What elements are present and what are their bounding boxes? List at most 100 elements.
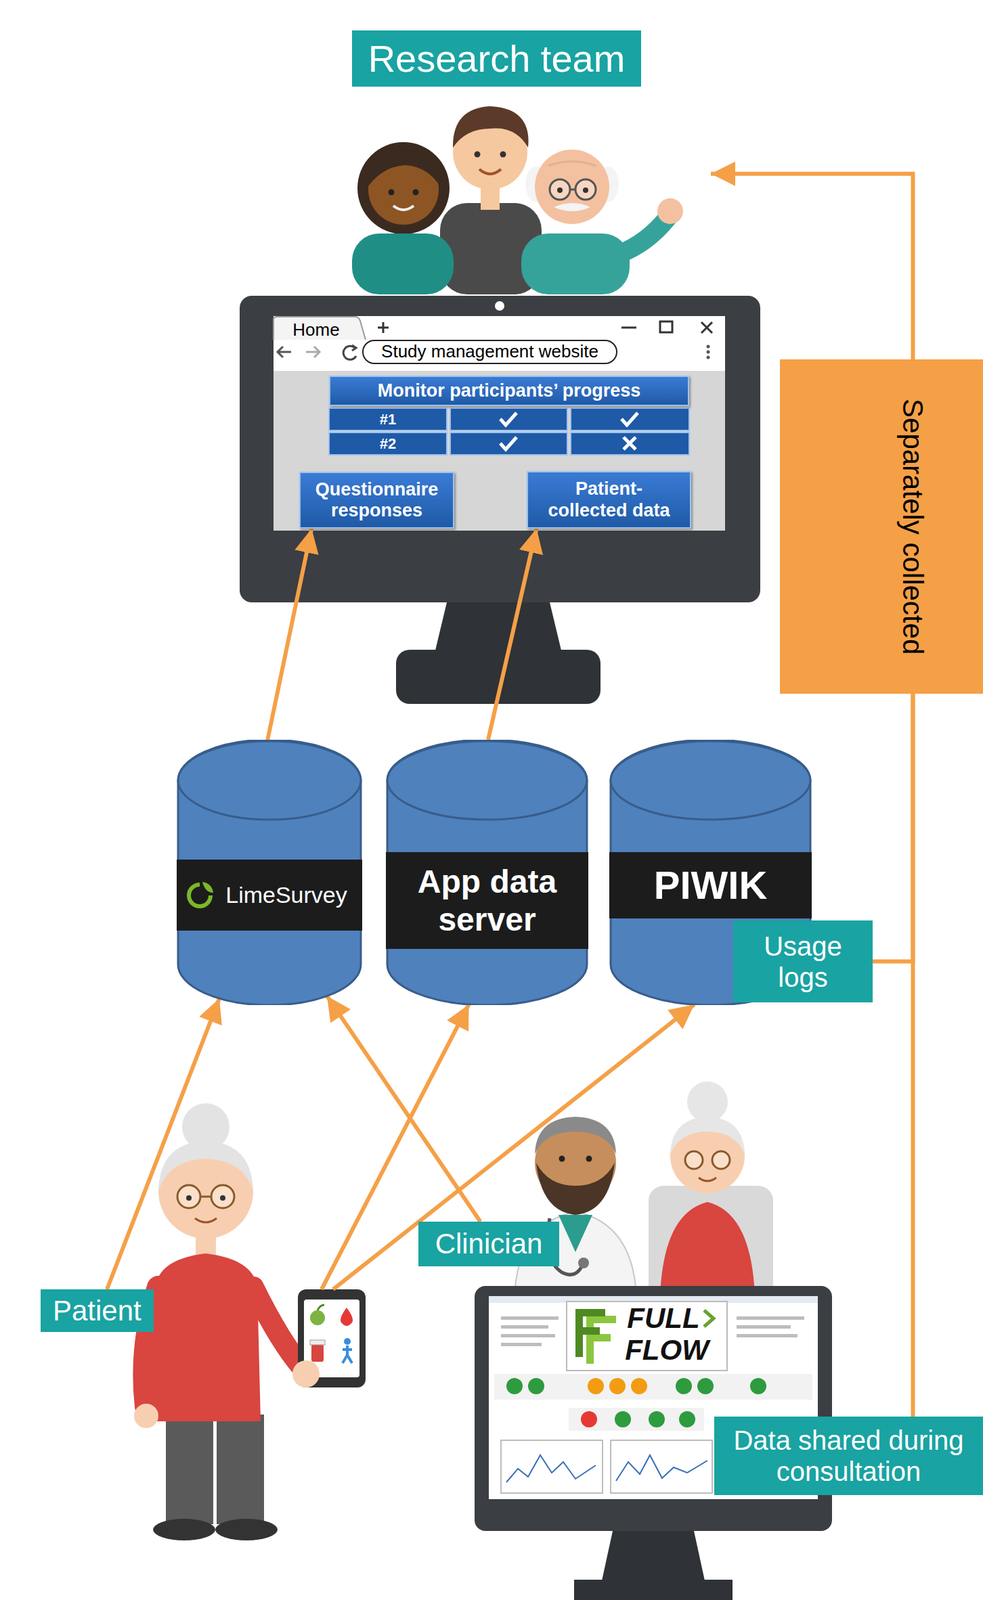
consultation-scene-part bbox=[575, 1309, 606, 1358]
node-text: Separately collected bbox=[896, 398, 929, 655]
consultation-scene-part bbox=[559, 1156, 566, 1163]
teal-label-box: Usage logs bbox=[733, 920, 873, 1003]
consultation-scene-part bbox=[536, 1163, 615, 1216]
website-button: Patient-collected data bbox=[526, 471, 692, 529]
research-team-figures-part bbox=[582, 187, 589, 193]
consultation-scene-part bbox=[500, 1334, 556, 1338]
progress-table-part bbox=[329, 408, 447, 431]
consultation-scene-part bbox=[736, 1316, 805, 1321]
teal-label-box: Clinician bbox=[418, 1221, 560, 1267]
progress-table-part bbox=[500, 437, 517, 450]
node-text: PIWIK bbox=[609, 852, 812, 919]
study-monitor bbox=[239, 295, 761, 705]
patient-figure-part bbox=[311, 1344, 324, 1363]
consultation-scene-part bbox=[679, 1411, 696, 1428]
node-text: Questionnaire responses bbox=[307, 479, 447, 522]
study-monitor-part bbox=[434, 602, 562, 654]
progress-table-part bbox=[570, 432, 690, 455]
progress-table-part bbox=[450, 408, 568, 431]
progress-table-part bbox=[570, 408, 690, 431]
study-monitor-part bbox=[660, 321, 673, 333]
patient-figure-part bbox=[253, 1287, 304, 1369]
teal-label-box: Data shared during consultation bbox=[714, 1416, 983, 1496]
research-team-figures-part bbox=[619, 217, 668, 254]
research-team-figures-part bbox=[549, 179, 571, 200]
team-group: Research team bbox=[352, 30, 711, 292]
node-text: Clinician bbox=[435, 1228, 543, 1261]
patient-figure-part bbox=[134, 1404, 159, 1429]
text-label: Home bbox=[292, 320, 340, 340]
patient-figure bbox=[134, 1103, 366, 1541]
research-team-figures-part bbox=[452, 106, 529, 148]
website-button: Questionnaire responses bbox=[299, 471, 455, 529]
patient-figure-part bbox=[317, 1305, 325, 1311]
consultation-scene-part bbox=[558, 1215, 593, 1253]
consultation-scene-part bbox=[698, 1177, 717, 1182]
node-text: Patient-collected data bbox=[542, 478, 675, 521]
consultation-scene bbox=[474, 1081, 833, 1600]
research-team-figures-part bbox=[479, 169, 501, 174]
data-flow-arrow bbox=[267, 528, 312, 740]
limesurvey-logo bbox=[184, 880, 215, 911]
patient-figure-part bbox=[194, 1218, 217, 1223]
patient-figure-part bbox=[177, 1185, 201, 1209]
data-flow-arrow bbox=[106, 998, 220, 1290]
data-flow-arrow bbox=[326, 996, 481, 1222]
node-text: Monitor participants’ progress bbox=[377, 380, 642, 402]
text-label: FULL bbox=[626, 1303, 700, 1335]
data-flow-arrow bbox=[488, 528, 537, 740]
research-team-figures-part bbox=[575, 179, 596, 200]
research-team-figures-part bbox=[548, 161, 596, 167]
node-text: App data server bbox=[385, 852, 589, 950]
node-text: LimeSurvey bbox=[176, 859, 363, 931]
research-team-figures-part bbox=[570, 188, 576, 191]
consultation-scene-part bbox=[506, 1455, 596, 1483]
patient-figure-part bbox=[216, 1414, 265, 1525]
node-text: Usage logs bbox=[743, 930, 863, 994]
consultation-scene-part bbox=[697, 1378, 714, 1395]
study-monitor-part bbox=[273, 316, 726, 531]
research-team-figures-part bbox=[357, 142, 450, 235]
cylinder-top bbox=[178, 741, 361, 820]
consultation-scene-part bbox=[586, 1316, 617, 1365]
logo-leaf bbox=[202, 882, 214, 893]
research-team-figures-part bbox=[557, 187, 563, 193]
patient-figure-part bbox=[292, 1360, 320, 1388]
patient-figure-part bbox=[340, 1307, 353, 1327]
research-team-figures-part bbox=[474, 151, 481, 158]
consultation-scene-part bbox=[494, 1374, 813, 1401]
study-monitor-part bbox=[494, 301, 505, 311]
consultation-scene-part bbox=[500, 1343, 542, 1347]
text-label: #1 bbox=[379, 411, 397, 428]
patient-figure-part bbox=[153, 1519, 216, 1541]
research-team-figures-part bbox=[521, 233, 630, 295]
consultation-scene-part bbox=[568, 1408, 705, 1432]
consultation-scene-part bbox=[675, 1378, 692, 1395]
patient-group: Patient bbox=[40, 1289, 368, 1333]
data-flow-arrow bbox=[872, 693, 914, 963]
progress-table bbox=[329, 408, 690, 455]
progress-table-part bbox=[623, 437, 636, 450]
research-team-figures-part bbox=[368, 150, 441, 187]
research-team-figures-part bbox=[388, 189, 395, 196]
research-team-figures-part bbox=[393, 205, 414, 210]
study-monitor-part bbox=[706, 350, 711, 355]
node-text: Research team bbox=[352, 30, 642, 87]
table-header: Monitor participants’ progress bbox=[329, 375, 690, 407]
progress-table-part bbox=[621, 412, 638, 426]
consultation-scene-part bbox=[609, 1378, 626, 1395]
data-flow-arrow bbox=[911, 693, 916, 1417]
cylinder-top bbox=[610, 741, 811, 820]
data-flow-arrow bbox=[710, 173, 914, 360]
label-slot: #2 bbox=[379, 435, 397, 453]
consultation-scene-part bbox=[610, 1440, 713, 1494]
consultation-scene-part bbox=[660, 1202, 755, 1297]
research-team-figures bbox=[352, 106, 684, 295]
consultation-scene-part bbox=[648, 1411, 665, 1428]
study-monitor-part bbox=[273, 316, 726, 371]
label-slot: FULL bbox=[626, 1303, 700, 1335]
research-team-figures-part bbox=[412, 189, 420, 196]
study-monitor-part bbox=[377, 322, 389, 334]
consultation-scene-part bbox=[648, 1186, 774, 1302]
